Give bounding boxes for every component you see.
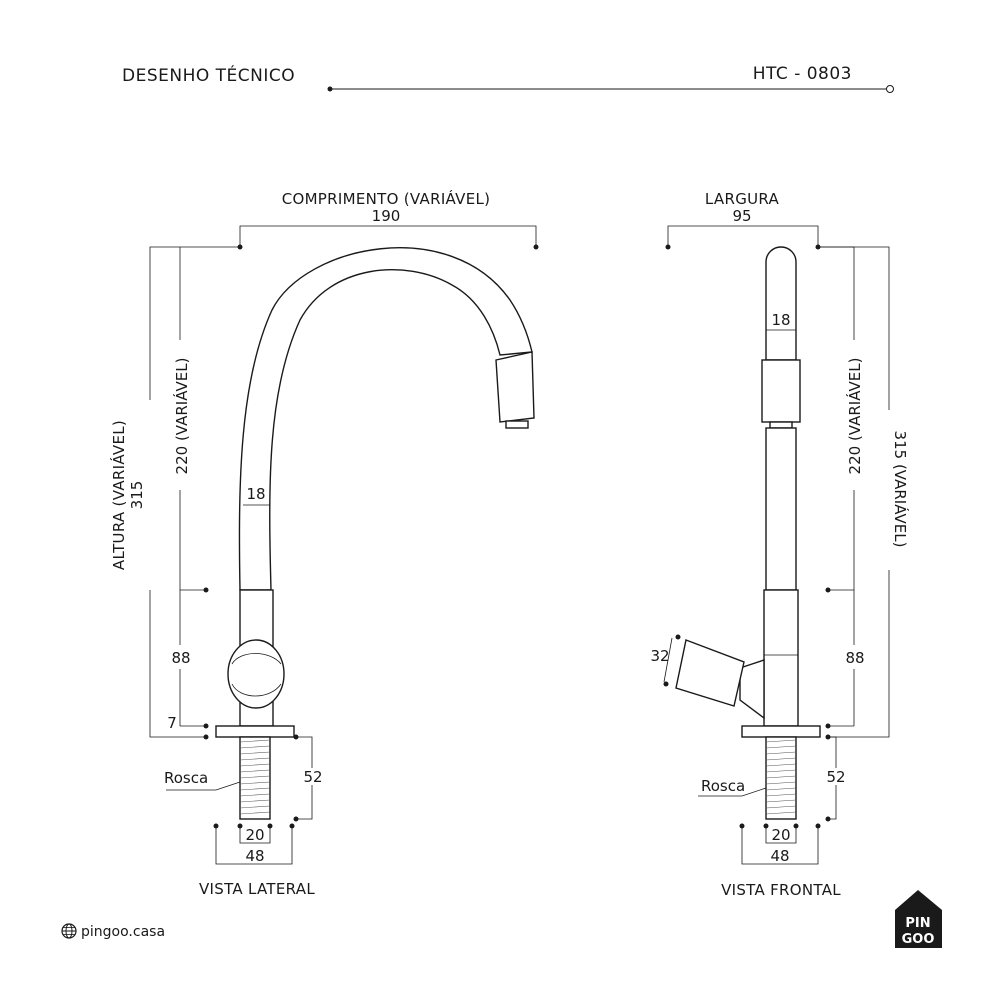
frontal-thread-hatching — [765, 739, 797, 815]
width-label: LARGURA — [705, 190, 780, 208]
frontal-spout-top — [765, 246, 797, 361]
lateral-nozzle — [495, 351, 535, 423]
lateral-thread-label: Rosca — [164, 769, 208, 787]
frontal-handle-neck — [739, 659, 765, 720]
lateral-thread-diameter: 20 — [245, 826, 264, 844]
site-url[interactable]: pingoo.casa — [81, 924, 165, 940]
lateral-thread-hatching — [239, 739, 271, 815]
lateral-tube-diameter: 18 — [246, 485, 265, 503]
frontal-base-plate — [741, 725, 821, 738]
lateral-upper-height: 220 (VARIÁVEL) — [172, 358, 191, 475]
lateral-lower-height: 88 — [171, 649, 190, 667]
frontal-thread-diameter: 20 — [771, 826, 790, 844]
frontal-upper-height: 220 (VARIÁVEL) — [845, 358, 864, 475]
lateral-thread-length: 52 — [303, 768, 322, 786]
frontal-view: LARGURA 95 18 32 — [650, 190, 910, 899]
drawing-title: DESENHO TÉCNICO — [122, 64, 295, 86]
frontal-thread-length: 52 — [826, 768, 845, 786]
frontal-nozzle — [761, 359, 801, 423]
length-label: COMPRIMENTO (VARIÁVEL) — [282, 189, 491, 208]
svg-text:52: 52 — [303, 768, 322, 786]
globe-icon — [61, 923, 77, 939]
width-value: 95 — [732, 207, 751, 225]
svg-text:52: 52 — [826, 768, 845, 786]
lateral-base-width: 48 — [245, 847, 264, 865]
header-rule-start — [327, 86, 333, 92]
height-label: ALTURA (VARIÁVEL) — [109, 420, 128, 570]
header: DESENHO TÉCNICO HTC - 0803 — [122, 64, 894, 93]
lateral-view: COMPRIMENTO (VARIÁVEL) 190 18 — [109, 189, 539, 898]
footer: pingoo.casa PIN GOO — [61, 890, 942, 948]
frontal-tube — [765, 427, 797, 591]
length-dimension-line — [239, 225, 537, 247]
frontal-tube-diameter: 18 — [771, 311, 790, 329]
frontal-aerator — [769, 421, 793, 429]
frontal-caption: VISTA FRONTAL — [721, 881, 841, 899]
lateral-spout — [238, 247, 533, 591]
frontal-total-height: 315 (VARIÁVEL) — [891, 431, 910, 548]
frontal-lower-height: 88 — [845, 649, 864, 667]
logo-text-bottom: GOO — [902, 932, 935, 947]
lateral-caption: VISTA LATERAL — [199, 880, 315, 898]
length-value: 190 — [372, 207, 401, 225]
pingoo-house-logo: PIN GOO — [895, 890, 942, 948]
product-code: HTC - 0803 — [753, 64, 852, 84]
logo-text-top: PIN — [905, 916, 930, 931]
lateral-base-height: 7 — [167, 714, 177, 732]
lateral-handle — [227, 639, 285, 709]
header-rule-end — [886, 85, 894, 93]
frontal-thread-label: Rosca — [701, 777, 745, 795]
lateral-aerator — [505, 420, 529, 429]
height-value: 315 — [128, 481, 146, 510]
frontal-handle-diameter: 32 — [650, 647, 669, 665]
width-dimension-line — [667, 225, 819, 247]
frontal-body — [763, 589, 799, 727]
lateral-base-plate — [215, 725, 295, 738]
frontal-handle — [675, 639, 745, 707]
frontal-base-width: 48 — [770, 847, 789, 865]
